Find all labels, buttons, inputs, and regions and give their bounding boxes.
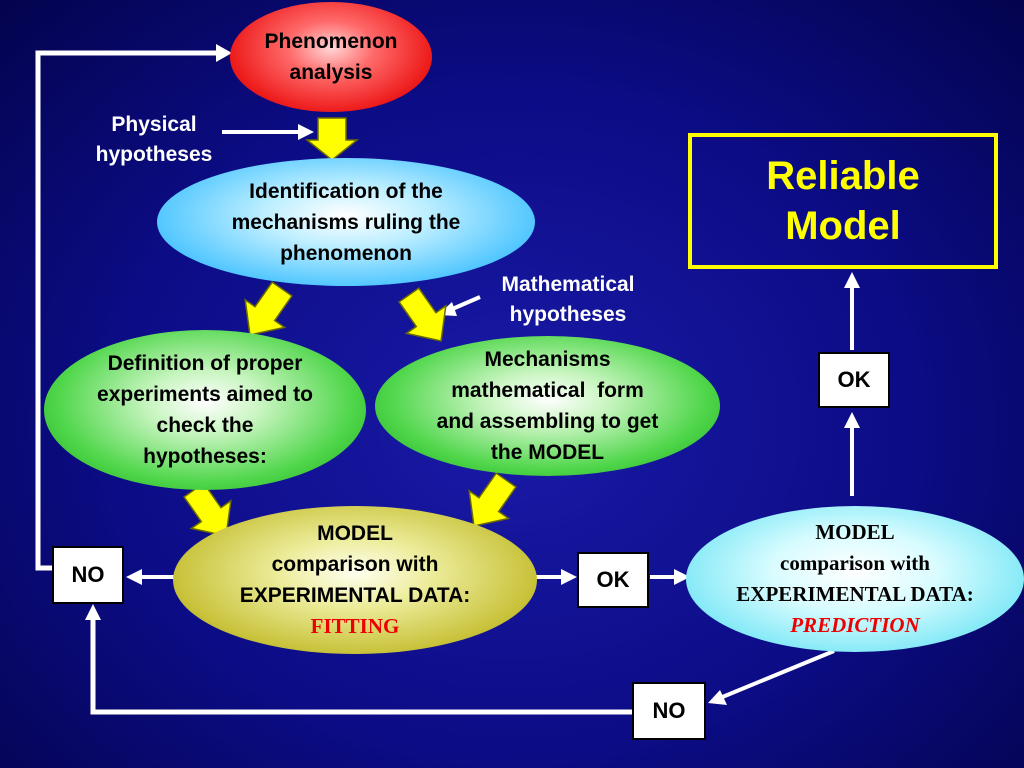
prediction-line-3: EXPERIMENTAL DATA: [736, 582, 974, 606]
bottom-loop-arrowhead [85, 604, 101, 620]
prediction-highlight: PREDICTION [790, 613, 920, 637]
fitting-line-1: MODEL [317, 522, 393, 545]
phenomenon-line-1: Phenomenon [264, 30, 398, 53]
identification-line-1: Identification of the [249, 179, 443, 203]
reliable-model-box: Reliable Model [688, 133, 998, 269]
fitting-line-3: EXPERIMENTAL DATA: [239, 584, 471, 607]
yellow-arrow-phenomenon [304, 117, 360, 161]
definition-experiments-node: Definition of proper experiments aimed t… [44, 330, 366, 490]
identification-line-3: phenomenon [280, 241, 412, 265]
prediction-to-ok-arrowhead [844, 412, 860, 428]
yellow-arrow-left [244, 281, 293, 336]
definition-line-2: experiments aimed to [97, 383, 313, 406]
mathematical-label-line-2: hypotheses [509, 303, 627, 326]
phenomenon-analysis-node: Phenomenon analysis [230, 2, 432, 112]
feedback-arrowhead-left [216, 44, 232, 62]
definition-line-4: hypotheses: [143, 445, 267, 468]
fitting-highlight: FITTING [310, 614, 400, 638]
no-box-left: NO [52, 546, 124, 604]
mechanisms-model-node: Mechanisms mathematical form and assembl… [375, 336, 720, 476]
feedback-line-left [35, 50, 218, 571]
mathematical-arrow-line [449, 295, 481, 312]
definition-line-1: Definition of proper [107, 352, 303, 375]
ok-box-middle: OK [577, 552, 649, 608]
mechanisms-line-1: Mechanisms [484, 348, 611, 371]
mathematical-label-line-1: Mathematical [501, 273, 635, 296]
physical-label-line-2: hypotheses [95, 143, 213, 166]
ok-box-right: OK [818, 352, 890, 408]
fitting-to-ok-arrowhead [561, 569, 577, 585]
bottom-loop-line [90, 618, 632, 715]
ok-to-reliable-arrowhead [844, 272, 860, 288]
model-fitting-node: MODEL comparison with EXPERIMENTAL DATA:… [173, 506, 537, 654]
phenomenon-line-2: analysis [289, 61, 373, 84]
mathematical-hypotheses-label: Mathematical hypotheses [480, 270, 656, 330]
model-prediction-node: MODEL comparison with EXPERIMENTAL DATA:… [686, 506, 1024, 652]
physical-label-line-1: Physical [111, 113, 197, 136]
prediction-to-no-line [719, 649, 835, 700]
fitting-line-2: comparison with [271, 553, 439, 576]
reliable-line-2: Model [785, 204, 901, 248]
identification-line-2: mechanisms ruling the [231, 210, 461, 234]
reliable-line-1: Reliable [766, 154, 920, 198]
fitting-to-no-arrowhead [126, 569, 142, 585]
physical-hypotheses-label: Physical hypotheses [74, 110, 234, 170]
identification-node: Identification of the mechanisms ruling … [157, 158, 535, 286]
mechanisms-line-2: mathematical form [451, 379, 644, 402]
ok-to-prediction-arrowhead [674, 569, 690, 585]
prediction-line-2: comparison with [780, 551, 930, 575]
mechanisms-line-4: the MODEL [490, 441, 605, 464]
mechanisms-line-3: and assembling to get [436, 410, 659, 433]
prediction-line-1: MODEL [815, 520, 895, 544]
definition-line-3: check the [156, 414, 254, 437]
yellow-arrow-right [398, 287, 447, 342]
physical-arrowhead [298, 124, 314, 140]
no-box-bottom: NO [632, 682, 706, 740]
prediction-to-no-arrowhead [708, 690, 727, 705]
yellow-arrow-mechanisms [468, 472, 517, 527]
